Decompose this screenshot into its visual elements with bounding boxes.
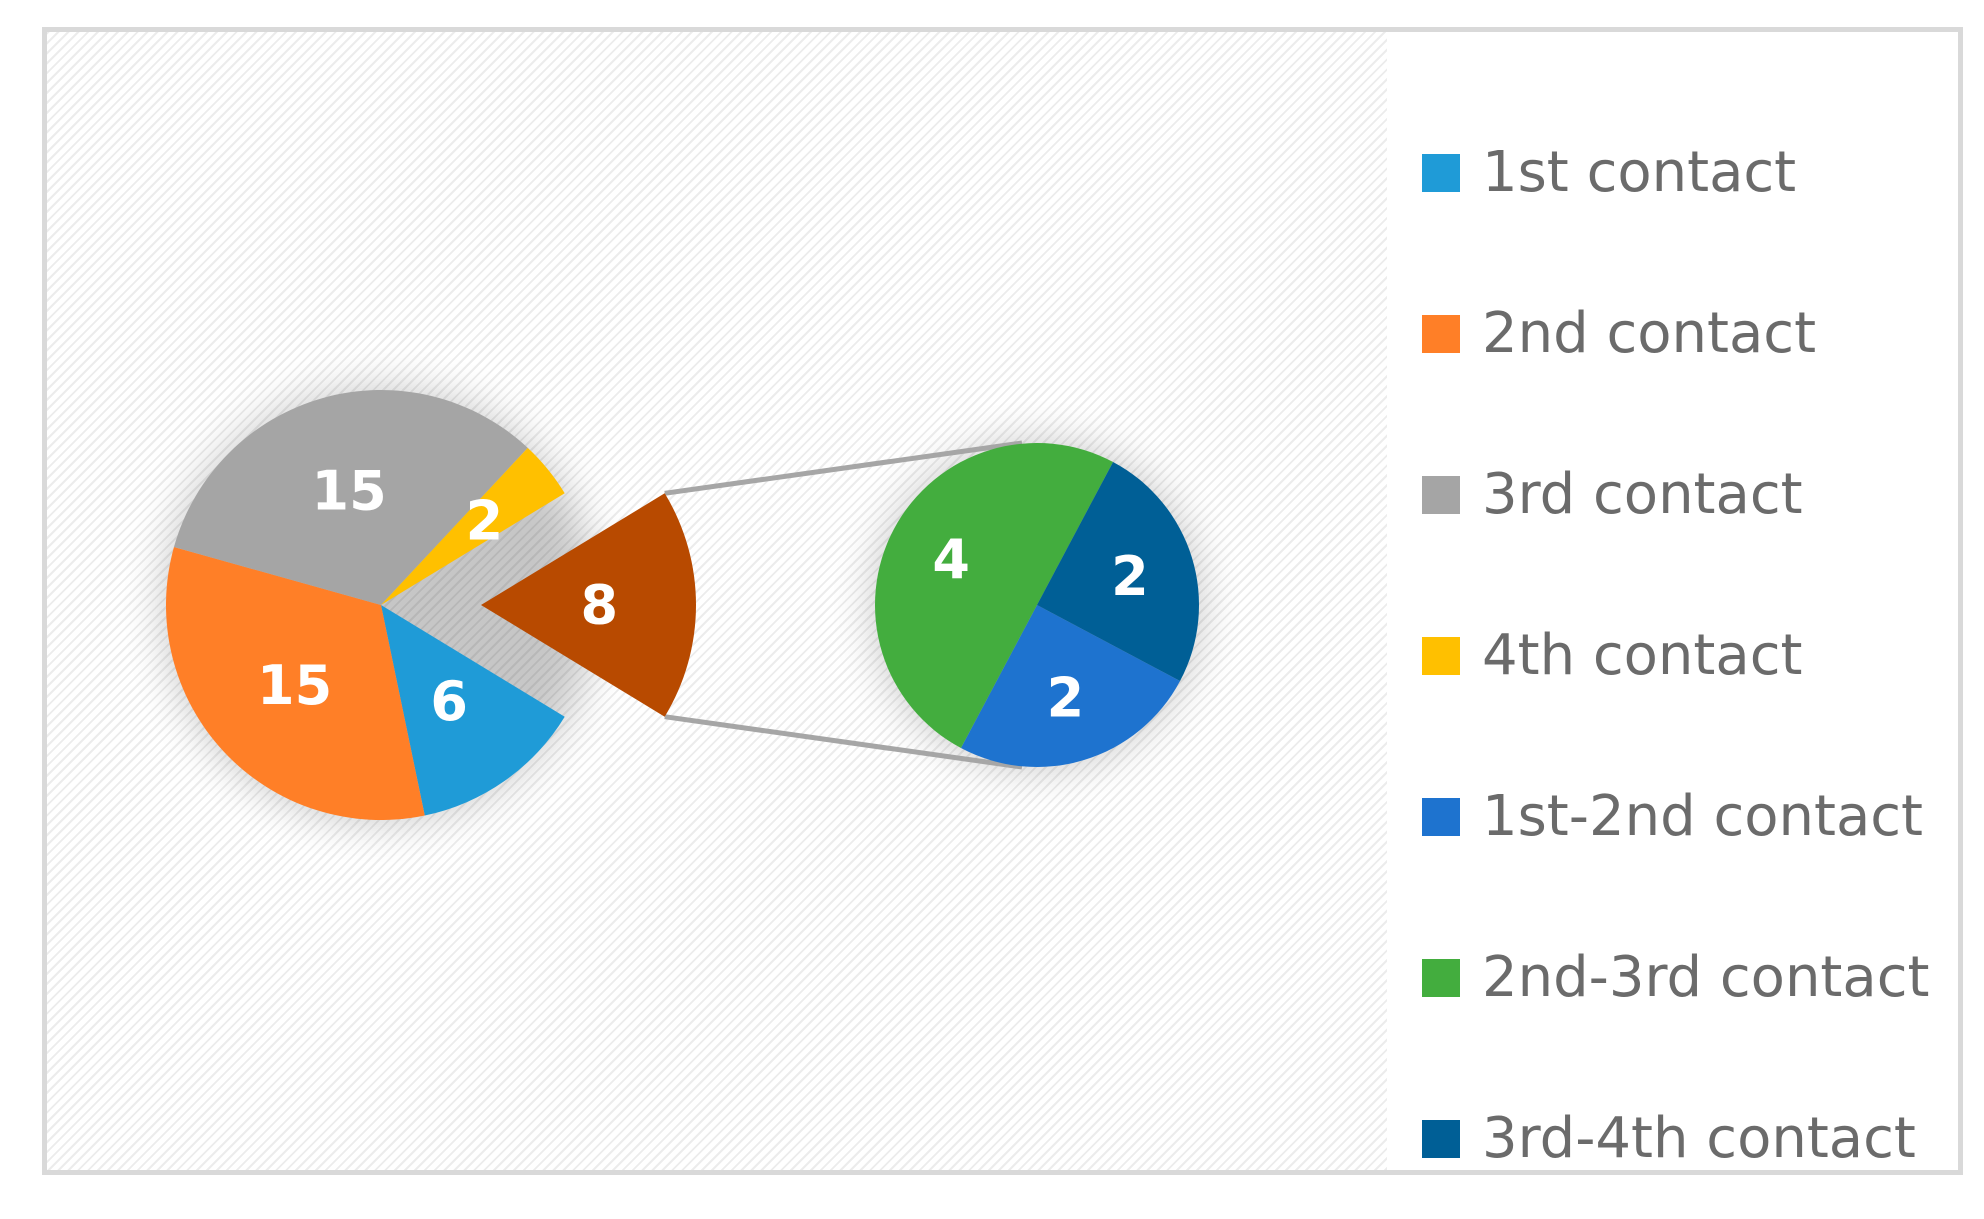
secondary-slice-2nd-3rd-contact <box>875 442 1114 749</box>
data-label-1st-contact: 6 <box>430 670 468 733</box>
data-label-3rd-4th-contact: 2 <box>1111 545 1149 608</box>
legend-label-3rd-4th-contact: 3rd-4th contact <box>1482 1106 1916 1171</box>
legend-label-4th-contact: 4th contact <box>1482 623 1803 688</box>
legend-swatch-4th-contact <box>1422 636 1460 675</box>
legend-swatch-3rd-contact <box>1422 475 1460 514</box>
data-label-4th-contact: 2 <box>466 489 504 552</box>
connector-line-top <box>664 440 1023 496</box>
plot-area: 6 15 15 2 8 2 4 2 <box>166 390 1199 820</box>
chart-frame: 6 15 15 2 8 2 4 2 1st contact 2nd contact 3rd con… <box>42 27 1963 1175</box>
main-slice-4th-contact <box>381 447 565 605</box>
legend: 1st contact 2nd contact 3rd contact 4th con… <box>1387 32 1958 1171</box>
legend-item-3rd-contact: 3rd contact <box>1422 414 1958 575</box>
secondary-pie <box>875 442 1199 767</box>
connector-lines <box>664 440 1023 770</box>
data-labels: 6 15 15 2 8 2 4 2 <box>257 460 1149 733</box>
data-label-2nd-3rd-contact: 4 <box>932 528 970 591</box>
legend-label-3rd-contact: 3rd contact <box>1482 462 1803 527</box>
legend-item-2nd-3rd-contact: 2nd-3rd contact <box>1422 897 1958 1058</box>
legend-item-4th-contact: 4th contact <box>1422 575 1958 736</box>
secondary-slice-1st-2nd-contact <box>960 605 1181 767</box>
legend-swatch-3rd-4th-contact <box>1422 1119 1460 1158</box>
legend-item-1st-contact: 1st contact <box>1422 92 1958 253</box>
main-slice-3rd-contact <box>173 390 528 605</box>
legend-label-2nd-3rd-contact: 2nd-3rd contact <box>1482 945 1930 1010</box>
main-slice-2nd-contact <box>166 546 425 820</box>
data-label-other: 8 <box>580 574 618 637</box>
connector-line-bottom <box>664 714 1023 770</box>
legend-item-1st-2nd-contact: 1st-2nd contact <box>1422 736 1958 897</box>
legend-label-1st-contact: 1st contact <box>1482 140 1797 205</box>
legend-swatch-1st-contact <box>1422 153 1460 192</box>
legend-item-3rd-4th-contact: 3rd-4th contact <box>1422 1058 1958 1219</box>
legend-item-2nd-contact: 2nd contact <box>1422 253 1958 414</box>
legend-swatch-2nd-contact <box>1422 314 1460 353</box>
main-slice-1st-contact <box>381 605 565 816</box>
main-slice-other <box>481 493 697 717</box>
legend-swatch-1st-2nd-contact <box>1422 797 1460 836</box>
data-label-2nd-contact: 15 <box>257 654 332 717</box>
main-pie <box>166 390 697 820</box>
data-label-1st-2nd-contact: 2 <box>1047 666 1085 729</box>
data-label-3rd-contact: 15 <box>312 460 387 523</box>
secondary-slice-3rd-4th-contact <box>1037 461 1199 682</box>
legend-label-1st-2nd-contact: 1st-2nd contact <box>1482 784 1923 849</box>
legend-swatch-2nd-3rd-contact <box>1422 958 1460 997</box>
legend-label-2nd-contact: 2nd contact <box>1482 301 1817 366</box>
